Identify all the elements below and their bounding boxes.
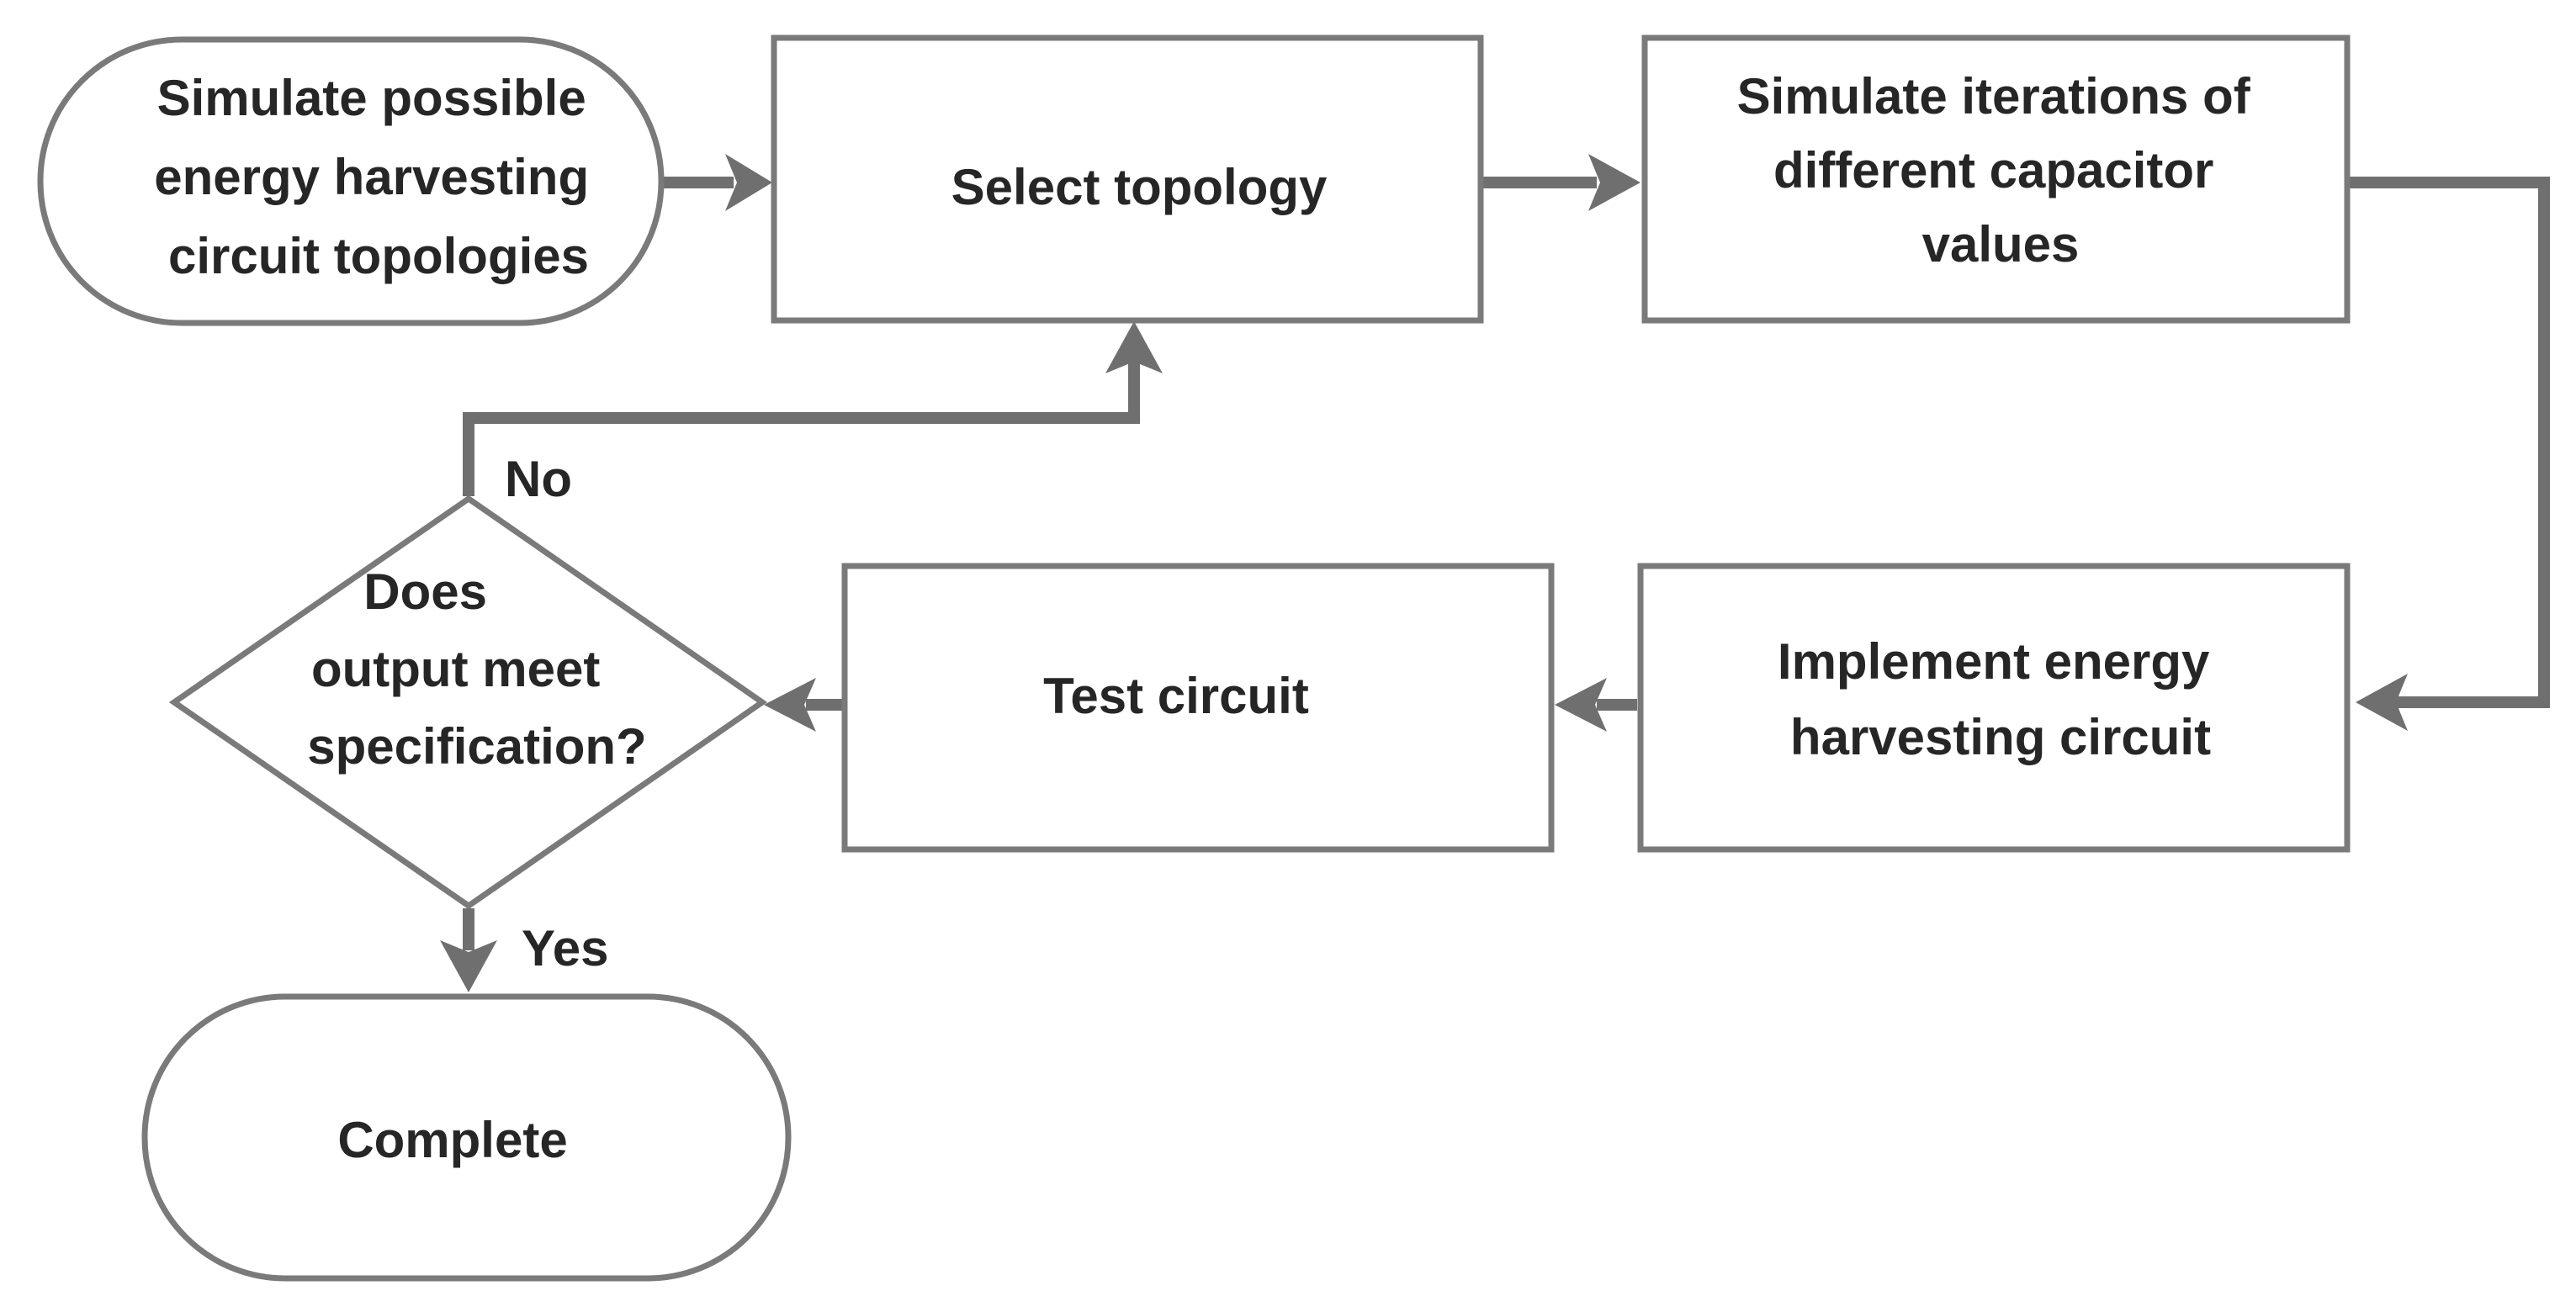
text-line: Implement energy (1778, 633, 2210, 690)
node-decision: Does output meet specification? (168, 495, 768, 910)
node-text: Does output meet specification? (307, 563, 646, 775)
node-text: Select topology (951, 159, 1328, 215)
node-text: Test circuit (1043, 668, 1309, 724)
text-line: energy harvesting (154, 149, 589, 205)
text-line: circuit topologies (168, 228, 589, 284)
node-text: Complete (337, 1112, 567, 1168)
text-line: values (1922, 216, 2080, 272)
process-box (1641, 34, 2351, 324)
arrow-implement-to-test (1555, 678, 1607, 732)
arrow-test-to-decision (764, 678, 816, 732)
edge-decision-no-to-select (463, 362, 1140, 496)
text-line: harvesting circuit (1790, 709, 2211, 765)
node-text: Implement energy harvesting circuit (1778, 633, 2224, 765)
text-line: Select topology (951, 159, 1328, 215)
text-line: Simulate iterations of (1737, 68, 2251, 124)
node-simulate-capacitors: Simulate iterations of different capacit… (1641, 34, 2351, 324)
node-text: Simulate possible energy harvesting circ… (154, 70, 603, 284)
arrow-decision-yes-to-complete (440, 940, 497, 992)
process-box (771, 34, 1484, 324)
arrow-decision-no-to-select (1105, 321, 1163, 373)
arrow-start-to-select (725, 154, 772, 211)
arrow-select-to-capacitors (1588, 154, 1640, 211)
text-line: Complete (337, 1112, 567, 1168)
edge-label-no: No (505, 451, 572, 507)
text-line: Test circuit (1043, 668, 1309, 724)
text-line: output meet (311, 641, 600, 697)
node-complete: Complete (141, 993, 792, 1282)
node-simulate-topologies: Simulate possible energy harvesting circ… (37, 36, 665, 326)
decision-diamond (168, 495, 768, 910)
terminator-shape (141, 993, 792, 1282)
connectors (440, 154, 2550, 992)
node-test-circuit: Test circuit (841, 563, 1555, 853)
process-box (841, 563, 1555, 853)
edge-label-yes: Yes (522, 920, 608, 976)
text-line: Does (363, 563, 487, 620)
text-line: specification? (307, 718, 646, 775)
node-text: Simulate iterations of different capacit… (1737, 68, 2265, 272)
arrow-capacitors-to-implement (2356, 674, 2408, 731)
node-implement-circuit: Implement energy harvesting circuit (1637, 563, 2351, 853)
edge-capacitors-to-implement (2347, 177, 2550, 708)
text-line: Simulate possible (157, 70, 586, 126)
terminator-shape (37, 36, 665, 326)
node-select-topology: Select topology (771, 34, 1484, 324)
text-line: different capacitor (1773, 142, 2213, 198)
process-box (1637, 563, 2351, 853)
